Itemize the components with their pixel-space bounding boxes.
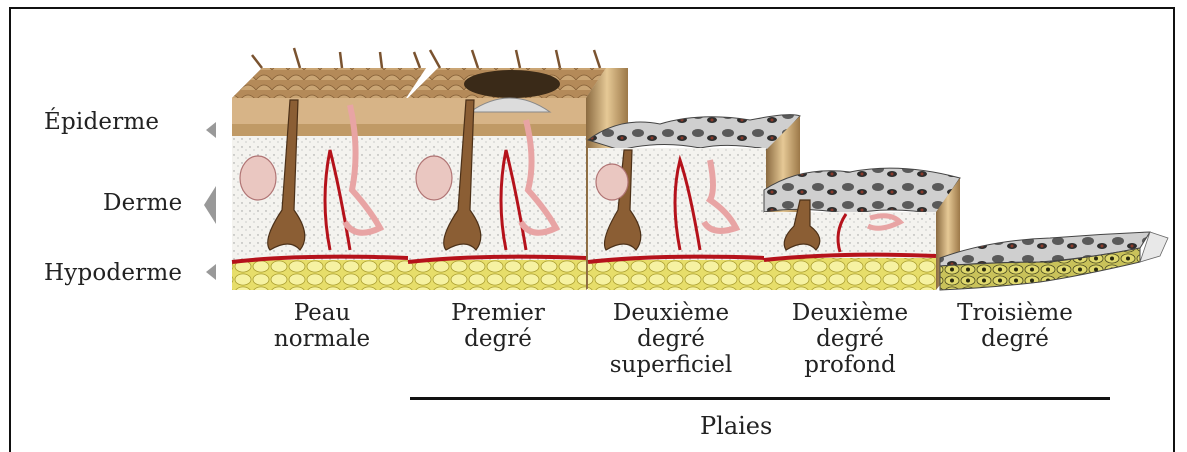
block-normal-skin	[232, 48, 426, 290]
stage-label-troisieme: Troisième degré	[940, 300, 1090, 352]
plaies-bracket-line	[410, 397, 1110, 400]
label-derme: Derme	[103, 190, 182, 216]
hypoderme-arrow-icon	[206, 264, 216, 280]
stage-troisieme-line2: degré	[940, 326, 1090, 352]
label-epiderme: Épiderme	[44, 109, 159, 135]
block-third-degree	[940, 232, 1168, 290]
stage-troisieme-line1: Troisième	[940, 300, 1090, 326]
stage-label-normale: Peau normale	[262, 300, 382, 352]
stage-deuxieme-sup-line3: superficiel	[596, 352, 746, 378]
label-hypoderme: Hypoderme	[44, 260, 182, 286]
epiderme-arrow-icon	[206, 122, 216, 138]
stage-deuxieme-prof-line3: profond	[775, 352, 925, 378]
stage-label-deuxieme-profond: Deuxième degré profond	[775, 300, 925, 378]
stage-premier-line2: degré	[438, 326, 558, 352]
stage-label-premier: Premier degré	[438, 300, 558, 352]
derme-arrow-icon	[204, 186, 216, 224]
stage-deuxieme-prof-line2: degré	[775, 326, 925, 352]
stage-normale-line1: Peau	[262, 300, 382, 326]
stage-premier-line1: Premier	[438, 300, 558, 326]
plaies-label: Plaies	[700, 412, 772, 440]
stage-normale-line2: normale	[262, 326, 382, 352]
stage-label-deuxieme-superficiel: Deuxième degré superficiel	[596, 300, 746, 378]
stage-deuxieme-sup-line1: Deuxième	[596, 300, 746, 326]
block-second-degree-deep	[764, 168, 960, 290]
stage-deuxieme-prof-line1: Deuxième	[775, 300, 925, 326]
stage-deuxieme-sup-line2: degré	[596, 326, 746, 352]
